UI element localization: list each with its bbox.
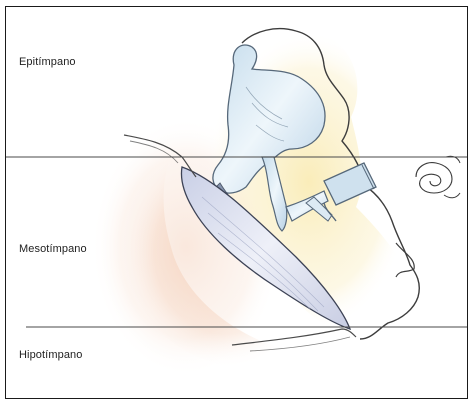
hypotympanum-label: Hipotímpano: [19, 349, 82, 361]
diagram-frame: Epitímpano Mesotímpano Hipotímpano: [5, 6, 468, 399]
epitympanum-label: Epitímpano: [19, 56, 76, 68]
mesotympanum-label: Mesotímpano: [19, 243, 87, 255]
cochlea-sketch-icon: [416, 156, 460, 198]
